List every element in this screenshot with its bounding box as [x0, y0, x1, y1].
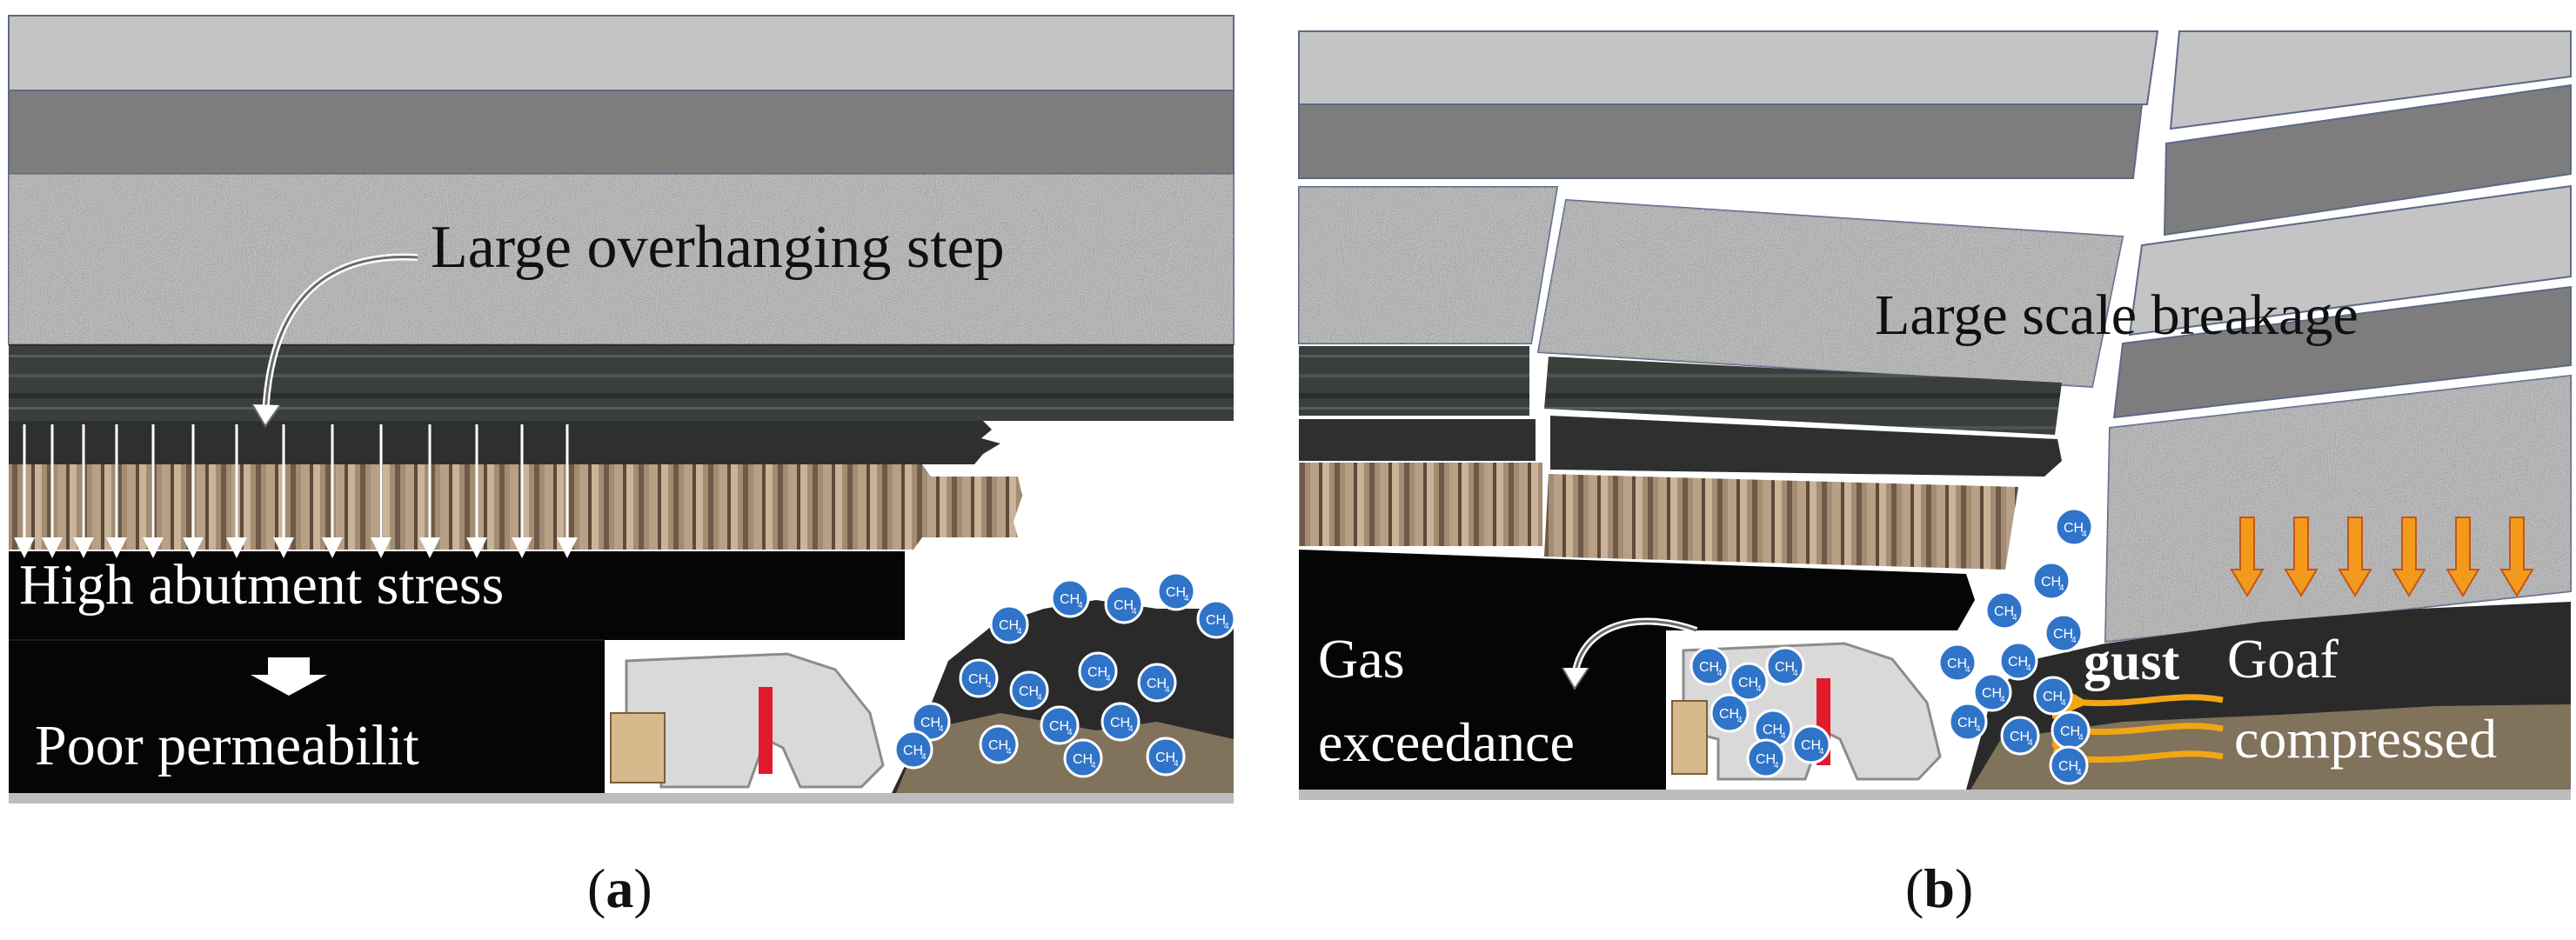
shearer-b: [1671, 700, 1708, 775]
curved-pointer-head-b: [1562, 667, 1589, 690]
fourth-stratum-right-b: [2112, 285, 2572, 419]
second-stratum-right-b: [2163, 83, 2572, 237]
curved-pointer-arrow-b-inner: [1573, 620, 1697, 679]
caption-a: (a): [587, 857, 652, 919]
top-stratum-right-b: [2169, 30, 2572, 130]
stress-arrows-a: [14, 424, 578, 558]
dark-stratum-mid-b-2: [1550, 416, 2062, 477]
curved-pointer-arrow-a-inner: [264, 256, 418, 418]
granite-texture: [9, 174, 1234, 344]
support-cylinder-a: [759, 687, 773, 774]
caption-b-letter: b: [1924, 857, 1955, 919]
label-goaf: Goaf: [2227, 628, 2338, 690]
second-stratum-left-b: [1298, 103, 2144, 179]
shearer-a: [610, 712, 666, 783]
label-poor-permeability: Poor permeabilit: [35, 714, 419, 777]
third-stratum-right-b: [2128, 184, 2572, 337]
label-gust: gust: [2084, 632, 2180, 691]
floor-line-b: [1299, 790, 2571, 800]
granite-block-left-b-tex: [1299, 187, 1557, 343]
dark-stratum-mid-b: [1544, 357, 2062, 435]
label-large-overhanging-step: Large overhanging step: [431, 214, 1005, 281]
label-large-scale-breakage: Large scale breakage: [1875, 283, 2359, 347]
second-stratum: [8, 90, 1234, 175]
coal-seam-a: [9, 551, 905, 793]
gust-arrows: [2051, 682, 2224, 776]
sandstone-left-b: [1299, 463, 1542, 546]
dark-stratum-left-b: [1299, 346, 1529, 416]
label-compressed: compressed: [2234, 708, 2498, 770]
granite-block-mid-b-tex: [1538, 200, 2123, 387]
label-gas: Gas: [1318, 628, 1405, 690]
label-exceedance: exceedance: [1318, 711, 1575, 773]
goaf-rubble-light-b: [1970, 704, 2571, 790]
dark-roof-stratum: [9, 344, 1234, 421]
dark-immediate-roof: [9, 421, 1000, 464]
top-stratum-left-b: [1298, 30, 2159, 105]
panel-b: [1298, 30, 2572, 800]
goaf-pressure-arrows: [2230, 517, 2534, 597]
caption-b: (b): [1905, 857, 1974, 919]
label-high-abutment-stress: High abutment stress: [19, 553, 505, 617]
coal-seam-b: [1299, 550, 1975, 790]
sandstone-stratum: [9, 464, 1022, 550]
floor-line-a: [9, 793, 1234, 803]
curved-pointer-head-a: [251, 403, 281, 428]
top-stratum: [8, 15, 1234, 91]
panel-a: [8, 15, 1236, 803]
dark-stratum-left-b-2: [1299, 419, 1536, 461]
down-block-arrow: [251, 657, 327, 696]
sandstone-mid-b: [1544, 474, 2018, 570]
granite-block-right-b-tex: [2105, 376, 2571, 642]
caption-a-letter: a: [606, 857, 634, 919]
